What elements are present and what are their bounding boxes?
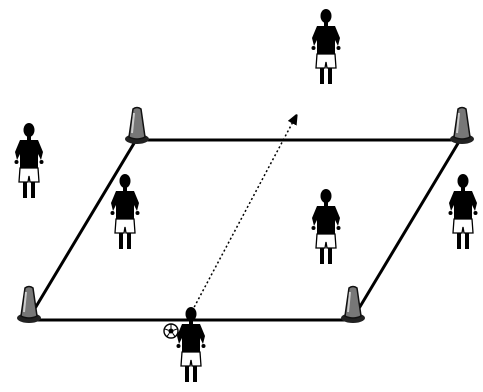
player-icon <box>447 173 479 250</box>
cone-icon <box>124 106 150 145</box>
player-icon <box>310 8 342 85</box>
arrow-icon <box>189 118 295 316</box>
cone-icon <box>449 106 475 145</box>
player-icon <box>13 122 45 199</box>
soccer-ball-icon <box>163 323 179 339</box>
field-outline <box>26 138 462 322</box>
